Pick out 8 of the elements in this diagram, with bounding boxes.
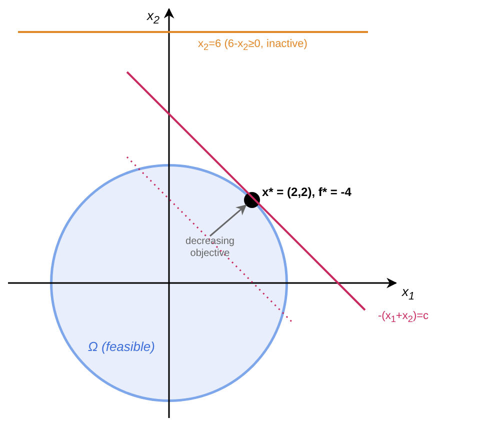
- objective-label: -(x$_{1}$+x$_{2}$)=c: [378, 310, 429, 325]
- axis-label: x$_{2}$: [147, 9, 160, 28]
- region-label: Ω (feasible): [88, 340, 155, 355]
- axis-label: x$_{1}$: [402, 285, 415, 304]
- constraint-label: x$_{2}$=6 (6-x$_{2}$≥0, inactive): [198, 38, 308, 53]
- optimum-label: x* = (2,2), f* = -4: [262, 186, 352, 200]
- arrow: [210, 204, 247, 237]
- edge-label: decreasing objective: [184, 236, 236, 259]
